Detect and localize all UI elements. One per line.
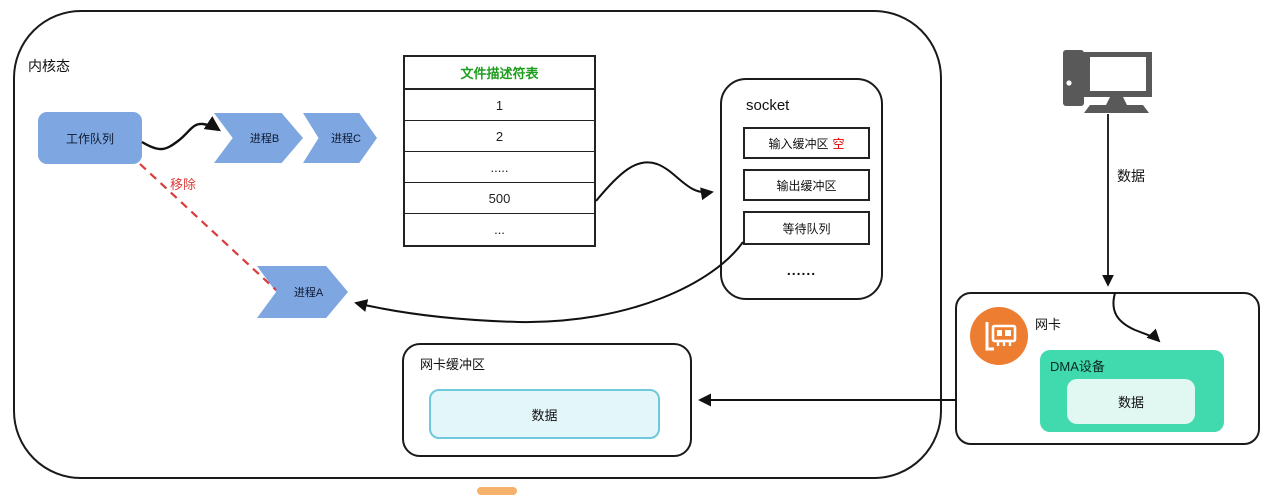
process-c-node: 进程C [303,113,377,163]
fd-table-row: 2 [405,121,594,152]
nic-buffer-data-label: 数据 [531,407,558,423]
socket-ellipsis: ...... [786,262,817,278]
fd-table: 文件描述符表 1 2 ..... 500 ... [403,55,596,247]
nic-buffer-title: 网卡缓冲区 [420,357,486,372]
socket-output-buffer: 输出缓冲区 [743,169,870,201]
work-queue-label: 工作队列 [65,131,114,146]
kernel-space-label: 内核态 [28,58,70,74]
process-b-label: 进程B [249,133,280,145]
fd-table-row: 500 [405,183,594,214]
fd-table-title: 文件描述符表 [405,57,594,90]
socket-container: socket 输入缓冲区 空 输出缓冲区 等待队列 ...... [720,78,883,300]
nic-card-glyph [985,322,1017,351]
incoming-data-label: 数据 [1117,168,1145,184]
nic-label: 网卡 [1035,317,1062,332]
nic-container: 网卡 DMA设备 数据 [955,292,1260,445]
socket-title: socket [746,97,790,114]
input-buffer-label: 输入缓冲区 [768,136,829,151]
fd-table-row: ... [494,222,505,237]
remove-annotation: 移除 [170,177,197,192]
process-c-label: 进程C [331,133,361,145]
socket-wait-queue: 等待队列 [743,211,870,245]
dma-device-block: DMA设备 数据 [1040,350,1224,432]
work-queue-node: 工作队列 [38,112,142,164]
computer-monitor-icon [1063,50,1152,113]
fd-table-row: ..... [405,152,594,183]
dma-data-label: 数据 [1117,395,1144,410]
socket-input-buffer: 输入缓冲区 空 [743,127,870,159]
nic-buffer-data-block: 数据 [429,389,660,439]
dma-device-label: DMA设备 [1050,359,1105,374]
nic-buffer-container: 网卡缓冲区 数据 [402,343,692,457]
bottom-clipped-shape [477,487,517,495]
nic-card-icon [970,307,1028,365]
wait-queue-label: 等待队列 [782,221,831,236]
output-buffer-label: 输出缓冲区 [776,178,837,193]
fd-table-row: 1 [405,90,594,121]
input-buffer-empty-badge: 空 [832,136,845,151]
process-a-label: 进程A [293,287,324,299]
dma-data-block: 数据 [1067,379,1195,424]
